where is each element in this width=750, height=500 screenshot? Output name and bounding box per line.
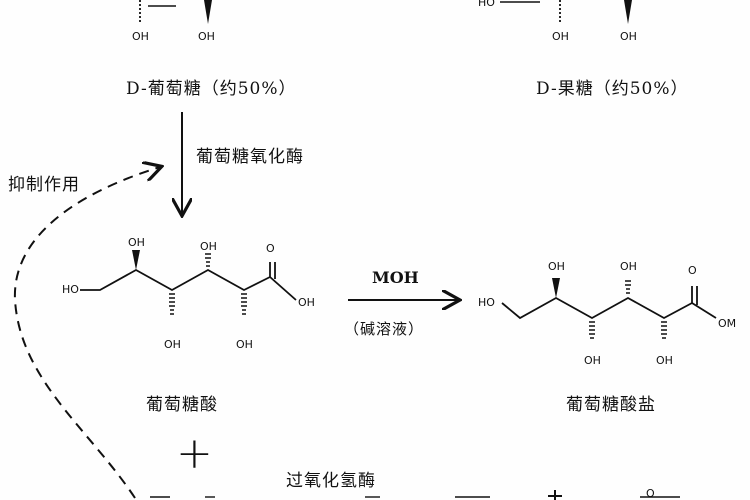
gluconic-acid-oh: OH (298, 296, 315, 309)
gluconate-salt-label: 葡萄糖酸盐 (566, 395, 656, 415)
salt-oh-c2: OH (548, 260, 565, 273)
glucose-oh-label-1: OH (132, 30, 149, 43)
salt-oh-c3: OH (584, 354, 601, 367)
salt-oh-c5: OH (656, 354, 673, 367)
alkaline-solution-label: （碱溶液） (344, 320, 425, 338)
inhibition-dashed-arrow (13, 167, 160, 499)
gluconic-oh-c4: OH (200, 240, 217, 253)
moh-reagent-label: MOH (372, 268, 419, 287)
gluconic-acid-label: 葡萄糖酸 (146, 395, 218, 415)
plus-sign: + (176, 428, 213, 479)
gluconic-carbonyl-o: O (266, 242, 275, 255)
fructose-ho-label: HO (478, 0, 495, 9)
catalase-label: 过氧化氢酶 (286, 471, 376, 491)
gluconic-acid-structure (80, 250, 297, 315)
bottom-o-label: O (646, 487, 655, 500)
gluconic-ho-terminal: HO (62, 283, 79, 296)
gluconic-oh-c5: OH (236, 338, 253, 351)
inhibition-label: 抑制作用 (8, 175, 80, 195)
salt-oh-c4: OH (620, 260, 637, 273)
d-fructose-label: D-果糖（约50%） (536, 79, 689, 99)
bottom-structure-fragments (150, 490, 680, 500)
salt-ho-terminal: HO (478, 296, 495, 309)
salt-carbonyl-o: O (688, 264, 697, 277)
glucose-structure-fragment (139, 0, 212, 24)
d-glucose-label: D-葡萄糖（约50%） (126, 79, 297, 99)
fructose-oh-label-1: OH (552, 30, 569, 43)
salt-om-label: OM (718, 317, 737, 330)
glucose-oh-label-2: OH (198, 30, 215, 43)
gluconate-salt-structure (501, 278, 717, 339)
gluconic-oh-c2: OH (128, 236, 145, 249)
glucose-oxidase-label: 葡萄糖氧化酶 (196, 147, 304, 167)
fructose-oh-label-2: OH (620, 30, 637, 43)
fructose-structure-fragment (500, 0, 632, 24)
gluconic-oh-c3: OH (164, 338, 181, 351)
